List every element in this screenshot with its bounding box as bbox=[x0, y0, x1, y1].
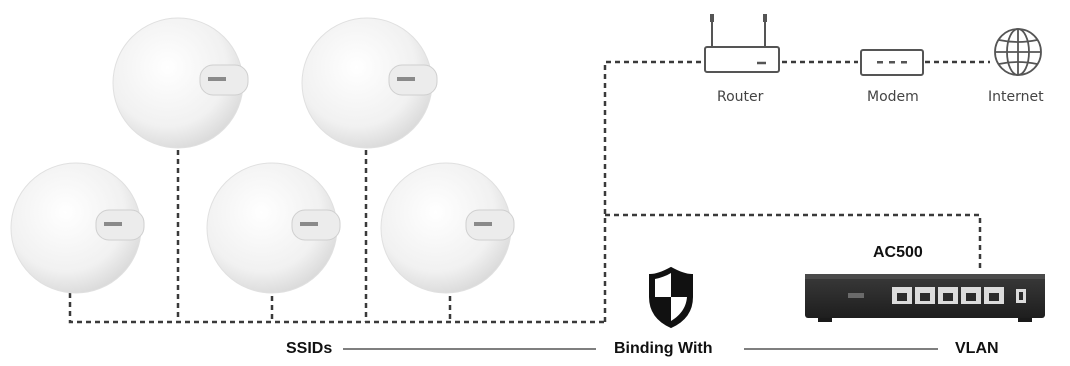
access-point-5 bbox=[380, 162, 515, 294]
modem-label: Modem bbox=[867, 89, 919, 105]
router-label: Router bbox=[717, 89, 764, 105]
modem-icon bbox=[860, 49, 924, 76]
globe-icon bbox=[994, 28, 1042, 76]
access-point-1 bbox=[112, 17, 249, 149]
uplink-to-router bbox=[603, 60, 702, 322]
ac500-controller-icon bbox=[805, 274, 1045, 322]
access-point-3 bbox=[10, 162, 145, 294]
legend-ssids: SSIDs bbox=[286, 340, 333, 357]
connection-lines bbox=[68, 60, 990, 324]
link-to-controller bbox=[605, 213, 982, 270]
controller-label: AC500 bbox=[873, 244, 923, 261]
legend-binding-with: Binding With bbox=[614, 340, 713, 357]
internet-label: Internet bbox=[988, 89, 1044, 105]
router-icon bbox=[704, 14, 780, 73]
access-point-2 bbox=[301, 17, 438, 149]
legend-vlan: VLAN bbox=[955, 340, 999, 357]
shield-icon bbox=[649, 266, 693, 329]
ap-bus-line bbox=[68, 293, 605, 324]
access-point-4 bbox=[206, 162, 341, 294]
